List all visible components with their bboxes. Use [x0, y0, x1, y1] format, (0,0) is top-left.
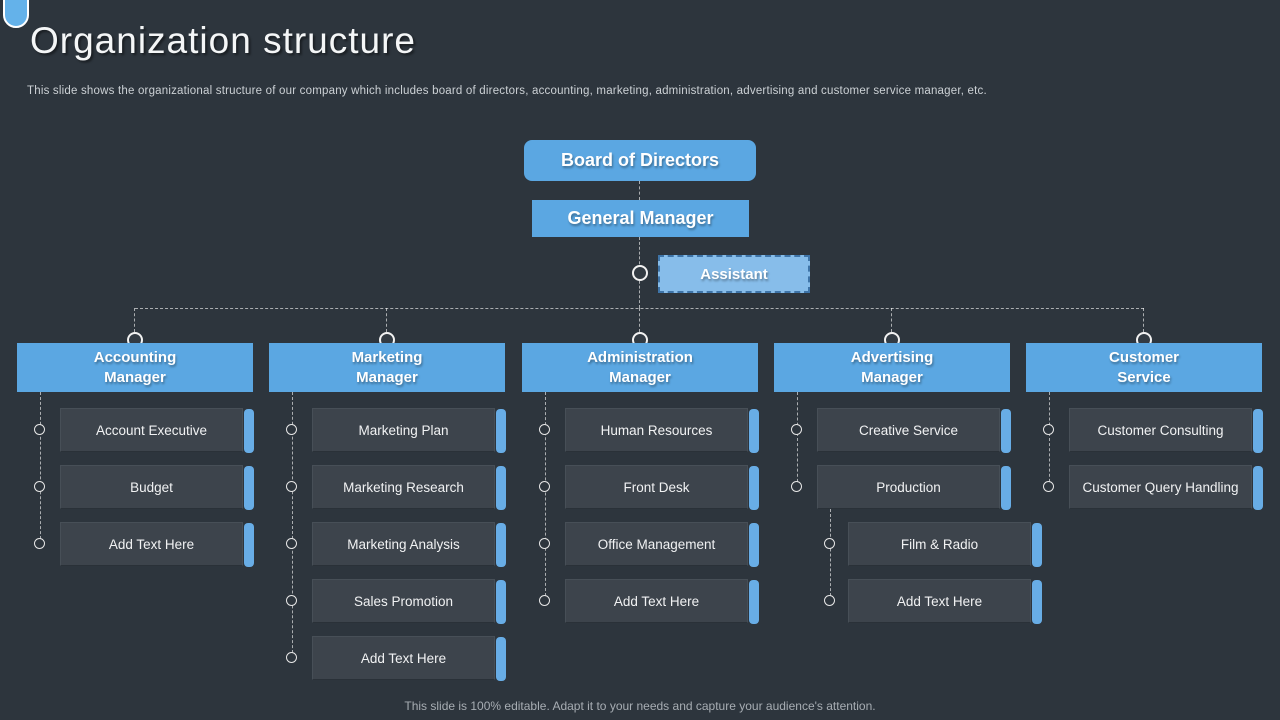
item-label: Sales Promotion [353, 593, 454, 609]
column-spine-administration [545, 392, 546, 601]
item-label: Marketing Plan [358, 422, 449, 438]
branch-stub [639, 308, 640, 332]
node-assistant: Assistant [658, 255, 810, 293]
item-label: Account Executive [95, 422, 208, 438]
branch-stub [134, 308, 135, 332]
item-dot [1043, 481, 1054, 492]
org-item-production: Production [817, 465, 1011, 510]
manager-box-customer-service: Customer Service [1026, 343, 1262, 392]
accent-bar [749, 409, 759, 453]
item-dot [286, 424, 297, 435]
org-item-add-text: Add Text Here [565, 579, 759, 624]
accent-bar [496, 523, 506, 567]
slide-footer-note: This slide is 100% editable. Adapt it to… [404, 699, 876, 713]
accent-bar [496, 409, 506, 453]
item-dot [539, 538, 550, 549]
item-label: Add Text Here [360, 650, 447, 666]
item-dot [791, 424, 802, 435]
accent-bar [1253, 409, 1263, 453]
accent-bar [244, 523, 254, 567]
node-general-manager: General Manager [532, 200, 749, 237]
accent-bar [1001, 409, 1011, 453]
item-label: Film & Radio [900, 536, 979, 552]
item-dot [34, 481, 45, 492]
item-dot [824, 595, 835, 606]
item-label: Production [876, 479, 941, 495]
org-item-front-desk: Front Desk [565, 465, 759, 510]
accent-bar [749, 580, 759, 624]
item-label: Add Text Here [896, 593, 983, 609]
accent-bar [1032, 523, 1042, 567]
item-dot [539, 424, 550, 435]
item-dot [791, 481, 802, 492]
accent-bar [496, 466, 506, 510]
branch-stub [1143, 308, 1144, 332]
connector-board-general [639, 181, 640, 200]
org-item-customer-query-handling: Customer Query Handling [1069, 465, 1263, 510]
item-dot [539, 595, 550, 606]
column-spine-accounting [40, 392, 41, 544]
org-item-marketing-analysis: Marketing Analysis [312, 522, 506, 567]
item-label: Customer Query Handling [1082, 479, 1239, 495]
manager-box-marketing: Marketing Manager [269, 343, 505, 392]
item-label: Customer Consulting [1097, 422, 1224, 438]
item-dot [286, 652, 297, 663]
column-spine-advertising [797, 392, 798, 487]
column-spine-marketing [292, 392, 293, 658]
column-spine-advertising-sub [830, 509, 831, 601]
manager-box-accounting: Accounting Manager [17, 343, 253, 392]
item-dot [824, 538, 835, 549]
org-item-human-resources: Human Resources [565, 408, 759, 453]
org-item-add-text: Add Text Here [312, 636, 506, 681]
column-spine-customer-service [1049, 392, 1050, 487]
org-item-add-text: Add Text Here [60, 522, 254, 567]
item-dot [286, 595, 297, 606]
accent-bar [244, 409, 254, 453]
org-item-creative-service: Creative Service [817, 408, 1011, 453]
item-label: Add Text Here [108, 536, 195, 552]
accent-bar [749, 466, 759, 510]
assistant-connector-dot [632, 265, 648, 281]
accent-bar [496, 637, 506, 681]
org-item-customer-consulting: Customer Consulting [1069, 408, 1263, 453]
org-item-office-management: Office Management [565, 522, 759, 567]
org-item-sales-promotion: Sales Promotion [312, 579, 506, 624]
item-label: Front Desk [623, 479, 690, 495]
branch-stub [891, 308, 892, 332]
accent-bar [1253, 466, 1263, 510]
item-label: Human Resources [600, 422, 713, 438]
item-label: Marketing Analysis [347, 536, 460, 552]
item-label: Add Text Here [613, 593, 700, 609]
item-dot [286, 538, 297, 549]
org-item-film-radio: Film & Radio [848, 522, 1042, 567]
item-dot [1043, 424, 1054, 435]
node-board-of-directors: Board of Directors [524, 140, 756, 181]
item-label: Budget [130, 479, 173, 495]
item-label: Office Management [597, 536, 716, 552]
org-item-add-text: Add Text Here [848, 579, 1042, 624]
item-label: Marketing Research [343, 479, 464, 495]
item-label: Creative Service [858, 422, 959, 438]
manager-box-advertising: Advertising Manager [774, 343, 1010, 392]
page-title: Organization structure [30, 20, 417, 61]
accent-bar [1001, 466, 1011, 510]
item-dot [34, 424, 45, 435]
slide-subtitle: This slide shows the organizational stru… [27, 85, 987, 97]
org-item-budget: Budget [60, 465, 254, 510]
corner-pill-ornament [3, 0, 29, 28]
org-item-marketing-research: Marketing Research [312, 465, 506, 510]
manager-box-administration: Administration Manager [522, 343, 758, 392]
accent-bar [1032, 580, 1042, 624]
item-dot [539, 481, 550, 492]
branch-stub [386, 308, 387, 332]
org-item-marketing-plan: Marketing Plan [312, 408, 506, 453]
org-item-account-executive: Account Executive [60, 408, 254, 453]
item-dot [286, 481, 297, 492]
item-dot [34, 538, 45, 549]
accent-bar [496, 580, 506, 624]
accent-bar [244, 466, 254, 510]
accent-bar [749, 523, 759, 567]
